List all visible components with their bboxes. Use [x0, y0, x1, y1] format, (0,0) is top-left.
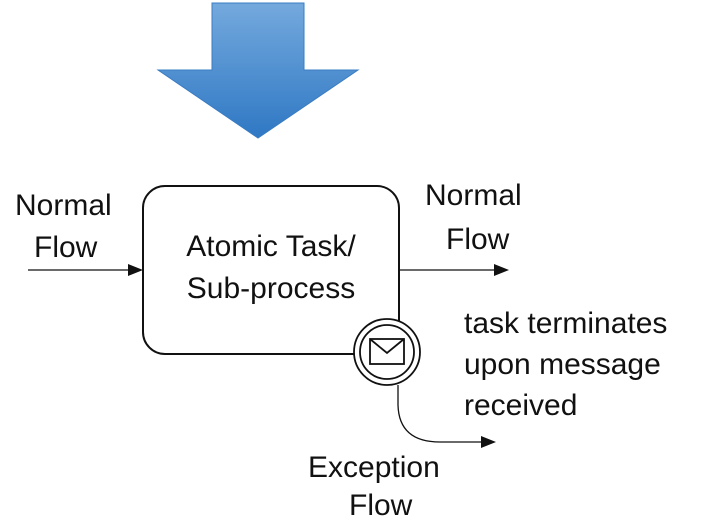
exception-flow-label-line1: Exception [308, 451, 440, 484]
incoming-flow-label-line1: Normal [15, 189, 112, 222]
envelope-icon [369, 338, 405, 365]
outgoing-flow-label-line2: Flow [446, 223, 510, 256]
outgoing-sequence-flow [399, 264, 509, 276]
task-label: Atomic Task/ Sub-process [143, 226, 399, 310]
exception-flow-label-line2: Flow [349, 489, 413, 522]
annotation-line1: task terminates [464, 307, 668, 340]
incoming-sequence-flow [28, 264, 143, 276]
down-arrow-icon [156, 2, 360, 139]
outgoing-flow-label-line1: Normal [425, 179, 522, 212]
annotation-line2: upon message [464, 348, 661, 381]
boundary-message-event[interactable] [353, 318, 421, 386]
exception-flow [397, 385, 496, 448]
task-label-line1: Atomic Task/ [186, 230, 356, 263]
annotation-line3: received [464, 389, 578, 422]
incoming-flow-label-line2: Flow [34, 231, 98, 264]
task-label-line2: Sub-process [186, 272, 356, 305]
